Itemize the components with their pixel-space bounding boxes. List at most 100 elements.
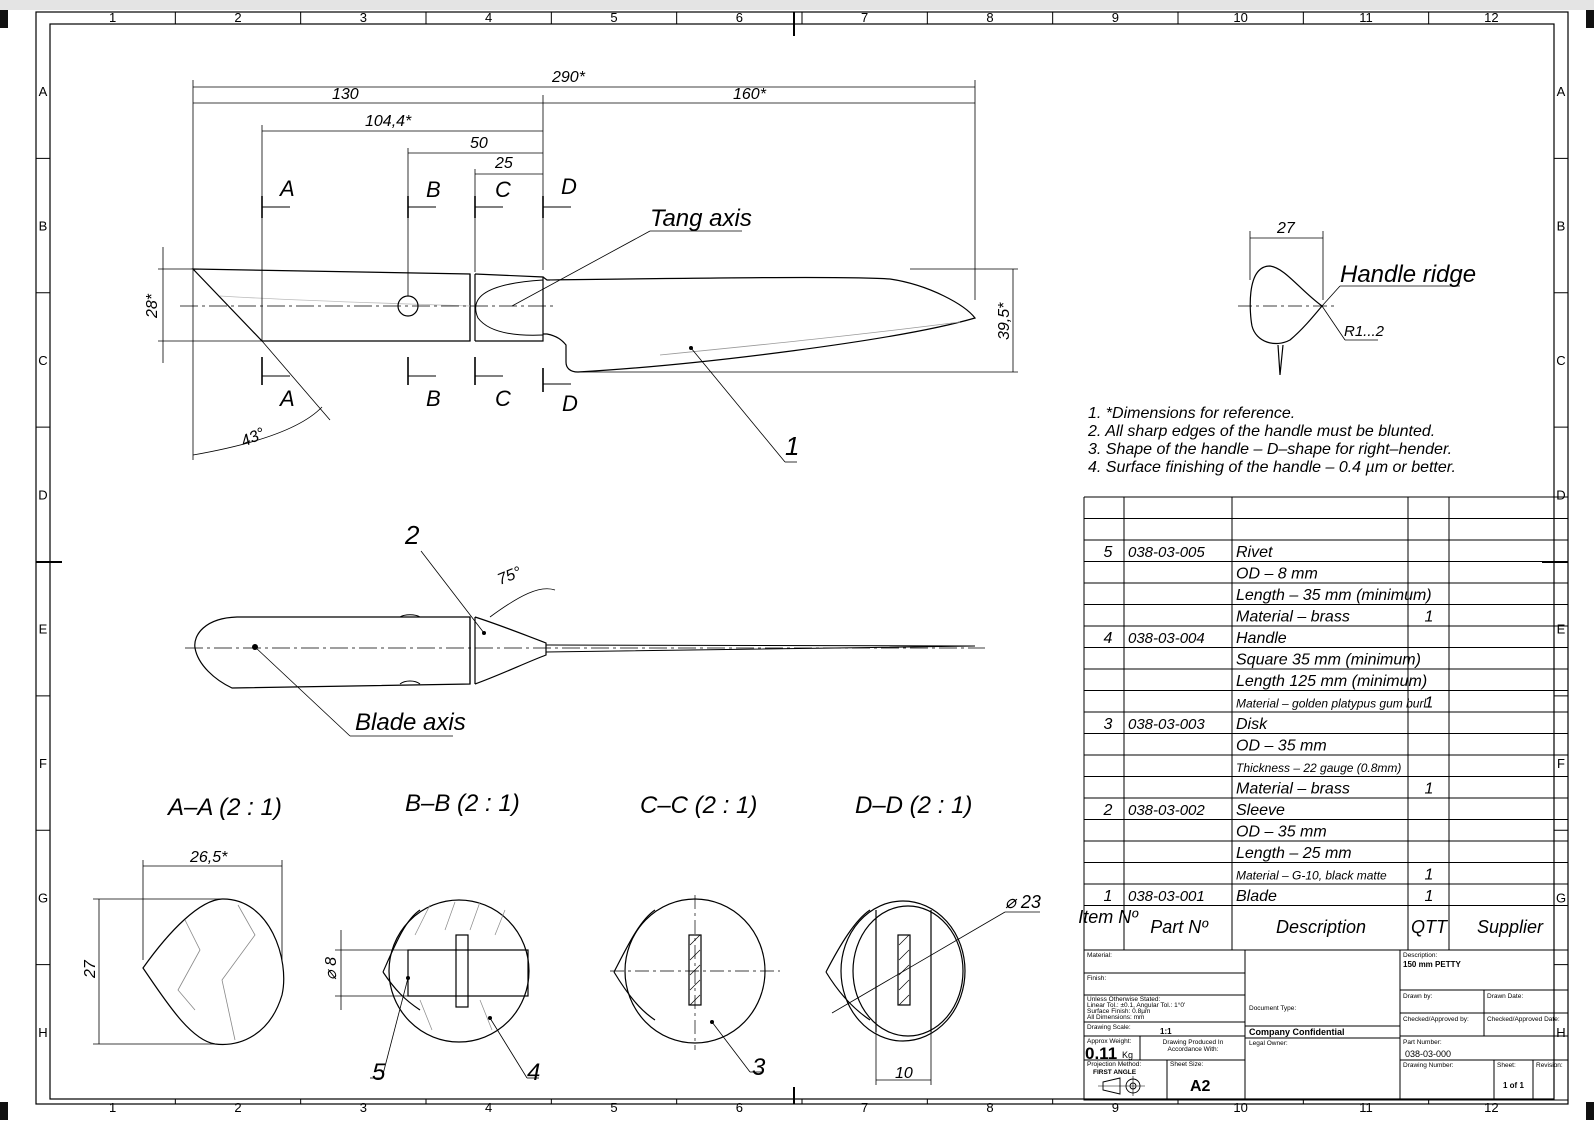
grid-column-label: 9 — [1112, 1100, 1119, 1115]
section-bb — [335, 899, 539, 1079]
tb-company: Company Confidential — [1249, 1027, 1345, 1037]
cut-d-top: D — [561, 174, 577, 199]
cut-a-top: A — [278, 176, 295, 201]
tb-drawn-date: Drawn Date: — [1487, 993, 1523, 1000]
tb-produced-1: Drawing Produced In — [1163, 1039, 1224, 1046]
bom-quantity: 1 — [1425, 609, 1434, 626]
tb-checked-date: Checked/Approved Date: — [1487, 1016, 1560, 1023]
note-4: 4. Surface finishing of the handle – 0.4… — [1088, 459, 1456, 476]
grid-row-label: H — [1556, 1025, 1565, 1040]
grid-column-label: 5 — [610, 1100, 617, 1115]
bom-part-number: 038-03-002 — [1128, 802, 1205, 819]
handle-ridge-detail — [1238, 231, 1460, 376]
bom-description: Material – brass — [1236, 609, 1350, 626]
bom-description: OD – 35 mm — [1236, 738, 1327, 755]
grid-row-label: A — [1557, 84, 1566, 99]
bom-description: OD – 35 mm — [1236, 824, 1327, 841]
section-title-bb: B–B (2 : 1) — [405, 790, 520, 817]
note-2: 2. All sharp edges of the handle must be… — [1087, 423, 1435, 440]
section-cut-letters: A B C D A B C D — [278, 174, 578, 416]
bom-description: Material – G-10, black matte — [1236, 869, 1387, 883]
tb-tol-2: Linear Tol.: ±0.1, Angular Tol.: 1°0' — [1087, 1001, 1185, 1009]
grid-column-label: 4 — [485, 10, 492, 25]
grid-row-label: G — [38, 890, 48, 905]
bom-description: Length 125 mm (minimum) — [1236, 673, 1427, 690]
balloon-1: 1 — [785, 431, 799, 461]
tb-weight: 0.11 — [1085, 1044, 1117, 1063]
bom-part-number: 038-03-001 — [1128, 888, 1205, 905]
dim-overall: 290* — [551, 69, 586, 86]
tb-material-label: Material: — [1087, 952, 1112, 959]
ridge-radius: R1...2 — [1344, 323, 1385, 340]
aa-height: 27 — [82, 959, 99, 979]
balloon-5: 5 — [372, 1059, 386, 1086]
section-cut-markers — [261, 196, 571, 392]
grid-column-label: 11 — [1359, 10, 1373, 25]
bom-quantity: 1 — [1425, 867, 1434, 884]
section-title-dd: D–D (2 : 1) — [855, 792, 972, 819]
tb-tol-1: Unless Otherwise Stated: — [1087, 996, 1161, 1003]
tb-doc-type-label: Document Type: — [1249, 1005, 1296, 1012]
tb-description: 150 mm PETTY — [1403, 960, 1461, 969]
grid-column-label: 3 — [360, 1100, 367, 1115]
note-1: 1. *Dimensions for reference. — [1088, 405, 1295, 422]
bom-header-supplier: Supplier — [1477, 917, 1544, 937]
tb-tol-4: All Dimensions: mm — [1087, 1014, 1144, 1021]
bom-quantity: 1 — [1425, 781, 1434, 798]
grid-column-label: 9 — [1112, 10, 1119, 25]
bb-dia: ⌀ 8 — [323, 957, 340, 980]
title-block — [1083, 949, 1569, 1101]
grid-column-label: 3 — [360, 10, 367, 25]
bom-description: Square 35 mm (minimum) — [1236, 652, 1421, 669]
tb-scale-label: Drawing Scale: — [1087, 1024, 1131, 1031]
section-cc — [610, 895, 780, 1073]
grid-row-label: A — [39, 84, 48, 99]
grid-row-label: G — [1556, 890, 1566, 905]
dd-dia: ⌀ 23 — [1005, 892, 1041, 912]
ridge-width: 27 — [1276, 220, 1296, 237]
cut-b-bottom: B — [426, 386, 441, 411]
bom-part-number: 038-03-003 — [1128, 716, 1205, 733]
grid-row-label: C — [38, 353, 47, 368]
tb-sheet-size-label: Sheet Size: — [1170, 1061, 1203, 1068]
dim-c-to-d: 25 — [494, 155, 513, 172]
cut-d-bottom: D — [562, 391, 578, 416]
cut-a-bottom: A — [278, 386, 295, 411]
bom-quantity: 1 — [1425, 695, 1434, 712]
tb-weight-unit: Kg — [1122, 1050, 1133, 1060]
cut-b-top: B — [426, 177, 441, 202]
bom-item-number: 1 — [1104, 888, 1113, 905]
bom-item-number: 4 — [1104, 630, 1113, 647]
grid-row-label: D — [38, 487, 47, 502]
grid-column-label: 8 — [986, 1100, 993, 1115]
cut-c-bottom: C — [495, 386, 511, 411]
bom-description: Rivet — [1236, 544, 1273, 561]
balloon-2: 2 — [404, 520, 420, 550]
bom-header-qtt: QTT — [1411, 917, 1449, 937]
bom-description: Disk — [1236, 716, 1268, 733]
bom-header-item: Item Nº — [1078, 907, 1139, 927]
dim-handle-height: 28* — [144, 293, 161, 319]
tb-part-number-label: Part Number: — [1403, 1039, 1442, 1046]
grid-column-label: 10 — [1233, 10, 1247, 25]
notes: 1. *Dimensions for reference. 2. All sha… — [1087, 405, 1456, 476]
bom-part-number: 038-03-004 — [1128, 630, 1205, 647]
blade-axis-label: Blade axis — [355, 709, 466, 736]
grid-column-label: 10 — [1233, 1100, 1247, 1115]
handle-ridge-label: Handle ridge — [1340, 261, 1476, 288]
bom-header-description: Description — [1276, 917, 1366, 937]
bom-quantity: 1 — [1425, 888, 1434, 905]
bom-description: Blade — [1236, 888, 1277, 905]
tb-drawn-by: Drawn by: — [1403, 993, 1432, 1000]
grid-column-label: 6 — [736, 10, 743, 25]
note-3: 3. Shape of the handle – D–shape for rig… — [1088, 441, 1452, 458]
knife-side-view — [180, 268, 977, 373]
tb-projection-label: Projection Method: — [1087, 1061, 1141, 1068]
tb-drawing-number-label: Drawing Number: — [1403, 1062, 1454, 1069]
bom-item-number: 2 — [1103, 802, 1113, 819]
tb-tol-3: Surface Finish: 0.8µm — [1087, 1008, 1150, 1015]
bom-part-number: 038-03-005 — [1128, 544, 1205, 561]
